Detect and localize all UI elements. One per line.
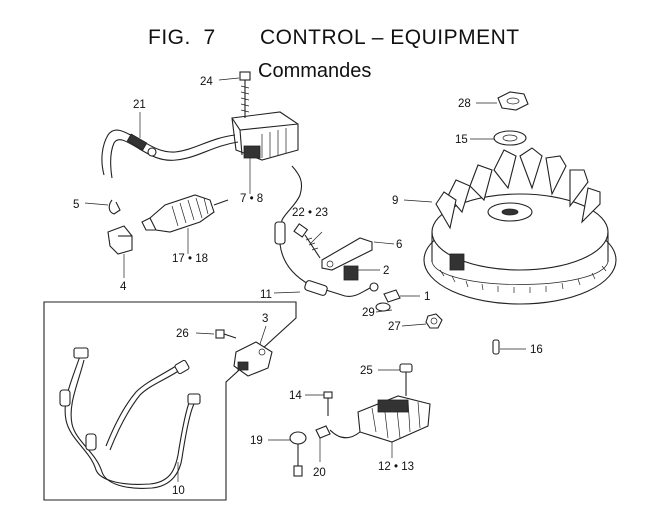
flywheel [423, 147, 617, 305]
label-19: 19 [250, 435, 263, 447]
label-3: 3 [262, 313, 268, 325]
label-10: 10 [172, 485, 185, 497]
terminal-20 [315, 425, 331, 439]
bolt-22-23 [293, 223, 321, 259]
stop-switch [233, 341, 273, 377]
ground-wire [274, 165, 379, 297]
label-2: 2 [383, 265, 389, 277]
connector-2 [343, 265, 359, 281]
nut-1 [383, 289, 401, 303]
label-14: 14 [289, 390, 302, 402]
plug-cap [107, 225, 133, 255]
nut-27 [425, 313, 443, 329]
label-24: 24 [200, 76, 213, 88]
label-7-8: 7 • 8 [240, 193, 263, 205]
leader-lines [84, 77, 526, 482]
wire-harness [59, 347, 201, 489]
label-9: 9 [392, 195, 398, 207]
figure-title: FIG. 7 CONTROL – EQUIPMENT [148, 26, 520, 49]
key-16 [492, 339, 500, 355]
label-28: 28 [458, 98, 471, 110]
label-20: 20 [313, 467, 326, 479]
label-21: 21 [133, 99, 146, 111]
label-26: 26 [176, 328, 189, 340]
stop-bracket [321, 237, 373, 271]
washer-29 [375, 302, 391, 312]
label-16: 16 [530, 344, 543, 356]
label-5: 5 [73, 199, 79, 211]
label-12-13: 12 • 13 [378, 461, 414, 473]
label-15: 15 [455, 134, 468, 146]
label-6: 6 [396, 239, 402, 251]
ignition-coil [231, 111, 299, 161]
coil-bolt [239, 71, 251, 118]
cap-19 [289, 431, 307, 477]
label-22-23: 22 • 23 [292, 207, 328, 219]
inset-frame [43, 301, 297, 501]
label-1: 1 [424, 291, 430, 303]
label-25: 25 [360, 365, 373, 377]
lead-clip [108, 199, 121, 215]
label-29: 29 [362, 307, 375, 319]
nut-28 [497, 91, 529, 111]
screw-14 [323, 391, 333, 416]
screw-26 [215, 329, 237, 339]
switch-assembly [329, 395, 431, 443]
label-4: 4 [120, 281, 127, 293]
label-27: 27 [388, 321, 401, 333]
figure-subtitle: Commandes [258, 60, 372, 82]
high-tension-lead [101, 129, 239, 179]
screw-25 [399, 363, 413, 396]
spark-plug [141, 194, 229, 233]
label-11: 11 [260, 289, 272, 301]
washer-15 [493, 130, 527, 146]
label-17-18: 17 • 18 [172, 253, 208, 265]
